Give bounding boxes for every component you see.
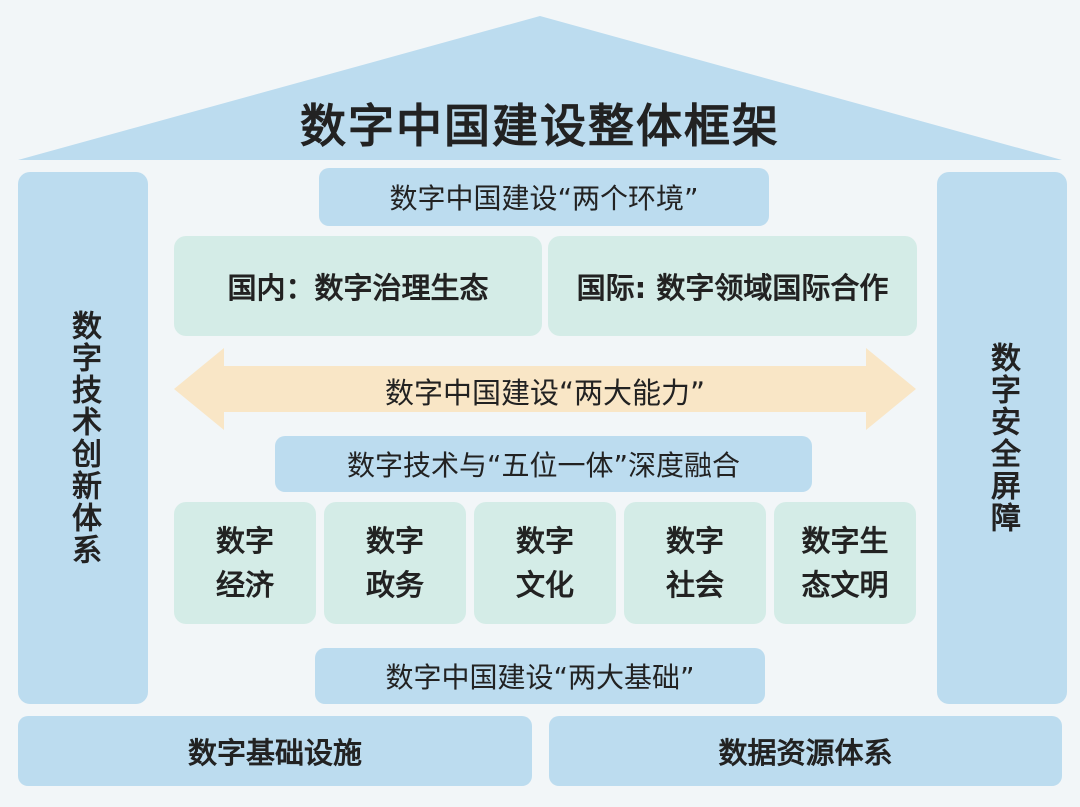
capability-arrow-label: 数字中国建设“两大能力” bbox=[384, 376, 706, 410]
right-pillar: 数字安全屏障 bbox=[937, 172, 1067, 704]
capability-arrow bbox=[174, 348, 916, 430]
area-line1: 数字 bbox=[515, 524, 574, 558]
area-digital-society: 数字 社会 bbox=[624, 502, 766, 624]
area-line1: 数字 bbox=[365, 524, 424, 558]
environment-domestic: 国内：数字治理生态 bbox=[174, 236, 542, 336]
foundation-infrastructure: 数字基础设施 bbox=[18, 716, 532, 786]
area-line2: 经济 bbox=[215, 568, 274, 602]
environment-bar: 数字中国建设“两个环境” bbox=[319, 168, 769, 226]
foundation-bar: 数字中国建设“两大基础” bbox=[315, 648, 765, 704]
left-pillar: 数字技术创新体系 bbox=[18, 172, 148, 704]
roof-shape bbox=[18, 16, 1062, 160]
right-pillar-label: 数字安全屏障 bbox=[985, 342, 1020, 534]
area-line2: 文化 bbox=[515, 568, 574, 602]
area-digital-culture: 数字 文化 bbox=[474, 502, 616, 624]
area-line1: 数字生 bbox=[801, 524, 889, 558]
left-pillar-label: 数字技术创新体系 bbox=[66, 310, 101, 566]
area-digital-government: 数字 政务 bbox=[324, 502, 466, 624]
area-line1: 数字 bbox=[665, 524, 724, 558]
area-line2: 政务 bbox=[365, 568, 424, 602]
area-line2: 态文明 bbox=[801, 568, 889, 602]
roof-triangle bbox=[18, 16, 1062, 160]
area-line1: 数字 bbox=[215, 524, 274, 558]
page-title: 数字中国建设整体框架 bbox=[300, 99, 780, 153]
area-line2: 社会 bbox=[665, 568, 724, 602]
area-digital-ecology: 数字生 态文明 bbox=[774, 502, 916, 624]
environment-international: 国际: 数字领域国际合作 bbox=[548, 236, 917, 336]
area-digital-economy: 数字 经济 bbox=[174, 502, 316, 624]
double-arrow-shape bbox=[174, 348, 916, 430]
integration-bar: 数字技术与“五位一体”深度融合 bbox=[275, 436, 812, 492]
foundation-data-resources: 数据资源体系 bbox=[549, 716, 1062, 786]
